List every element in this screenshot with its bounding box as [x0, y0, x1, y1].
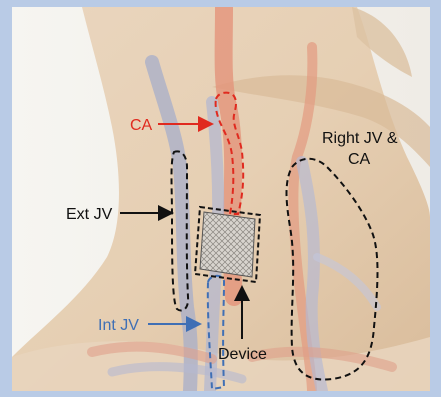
right-jv-ca-label-line1: Right JV & — [322, 130, 398, 147]
right-jv-ca-label-line2: CA — [348, 151, 371, 168]
device-label: Device — [218, 346, 267, 363]
ca-label: CA — [130, 117, 153, 134]
ext-jv-label: Ext JV — [66, 206, 113, 223]
anatomy-scene: CA Ext JV Int JV Device Right JV & CA — [12, 7, 430, 391]
int-jv-label: Int JV — [98, 317, 139, 334]
neck-illustration: CA Ext JV Int JV Device Right JV & CA — [12, 7, 430, 391]
